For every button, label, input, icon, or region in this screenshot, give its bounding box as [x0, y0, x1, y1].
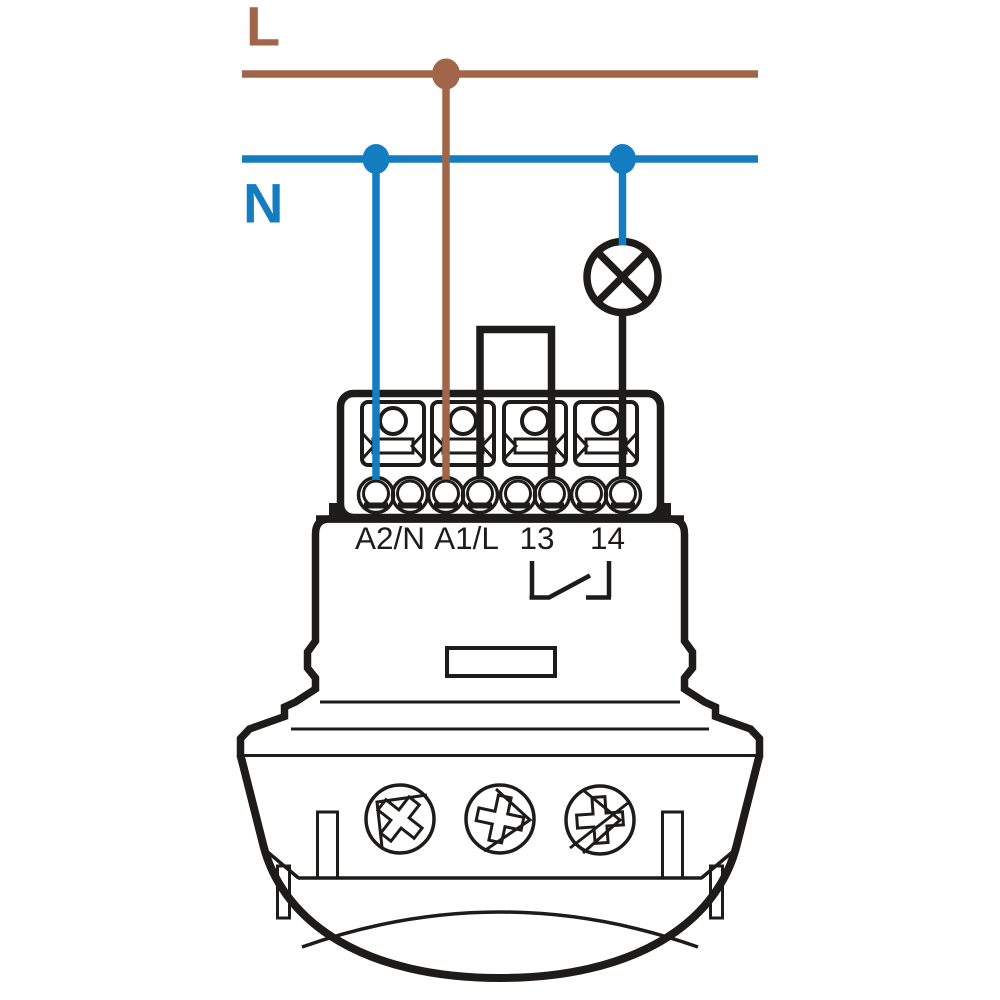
- dome-outline: [236, 754, 764, 983]
- side-slot-left: [276, 864, 291, 920]
- clip-slot-left: [316, 810, 339, 880]
- terminal-block-outline: [336, 389, 665, 522]
- block-corner-stub-right: [659, 503, 671, 519]
- dome-lens-arc: [301, 910, 699, 949]
- side-slot-right: [709, 864, 724, 920]
- terminal-unit-13: [498, 400, 572, 515]
- wire-junction-dot: [362, 144, 390, 174]
- terminal-label-13: 13: [519, 520, 554, 556]
- clip-slot-right: [661, 810, 684, 880]
- wire-junction-dot: [609, 144, 636, 174]
- terminal-label-a1l: A1/L: [434, 520, 499, 556]
- device-body: [236, 515, 764, 983]
- live-label: L: [246, 0, 280, 58]
- body-right-wall: [500, 515, 764, 758]
- neutral-wires: [242, 155, 758, 479]
- label-window: [445, 646, 557, 678]
- neutral-junction-dots: [362, 144, 636, 174]
- lamp-icon: [583, 237, 662, 317]
- mounting-screw-icon: [364, 783, 436, 855]
- neutral-label: N: [243, 172, 283, 235]
- live-wires: [242, 70, 758, 479]
- terminal-labels: A2/N A1/L 13 14: [355, 520, 625, 556]
- mounting-screw-icon: [564, 784, 636, 856]
- terminal-unit-a1l: [426, 400, 500, 515]
- jumper-wire: [476, 325, 556, 479]
- normally-open-contact-symbol: [529, 561, 612, 600]
- wire-junction-dot: [432, 58, 460, 90]
- live-junction-dots: [432, 58, 460, 90]
- terminal-unit-a2n: [356, 400, 430, 515]
- terminal-unit-14: [569, 400, 643, 515]
- inner-plate-edges: [262, 847, 738, 880]
- block-corner-stub-left: [329, 503, 341, 519]
- switched-circuit-wires: [476, 237, 662, 479]
- terminal-label-14: 14: [590, 520, 625, 556]
- mounting-screw-icon: [464, 783, 536, 855]
- terminal-label-a2n: A2/N: [355, 520, 425, 556]
- body-left-wall: [236, 515, 500, 758]
- terminal-block: [329, 389, 671, 522]
